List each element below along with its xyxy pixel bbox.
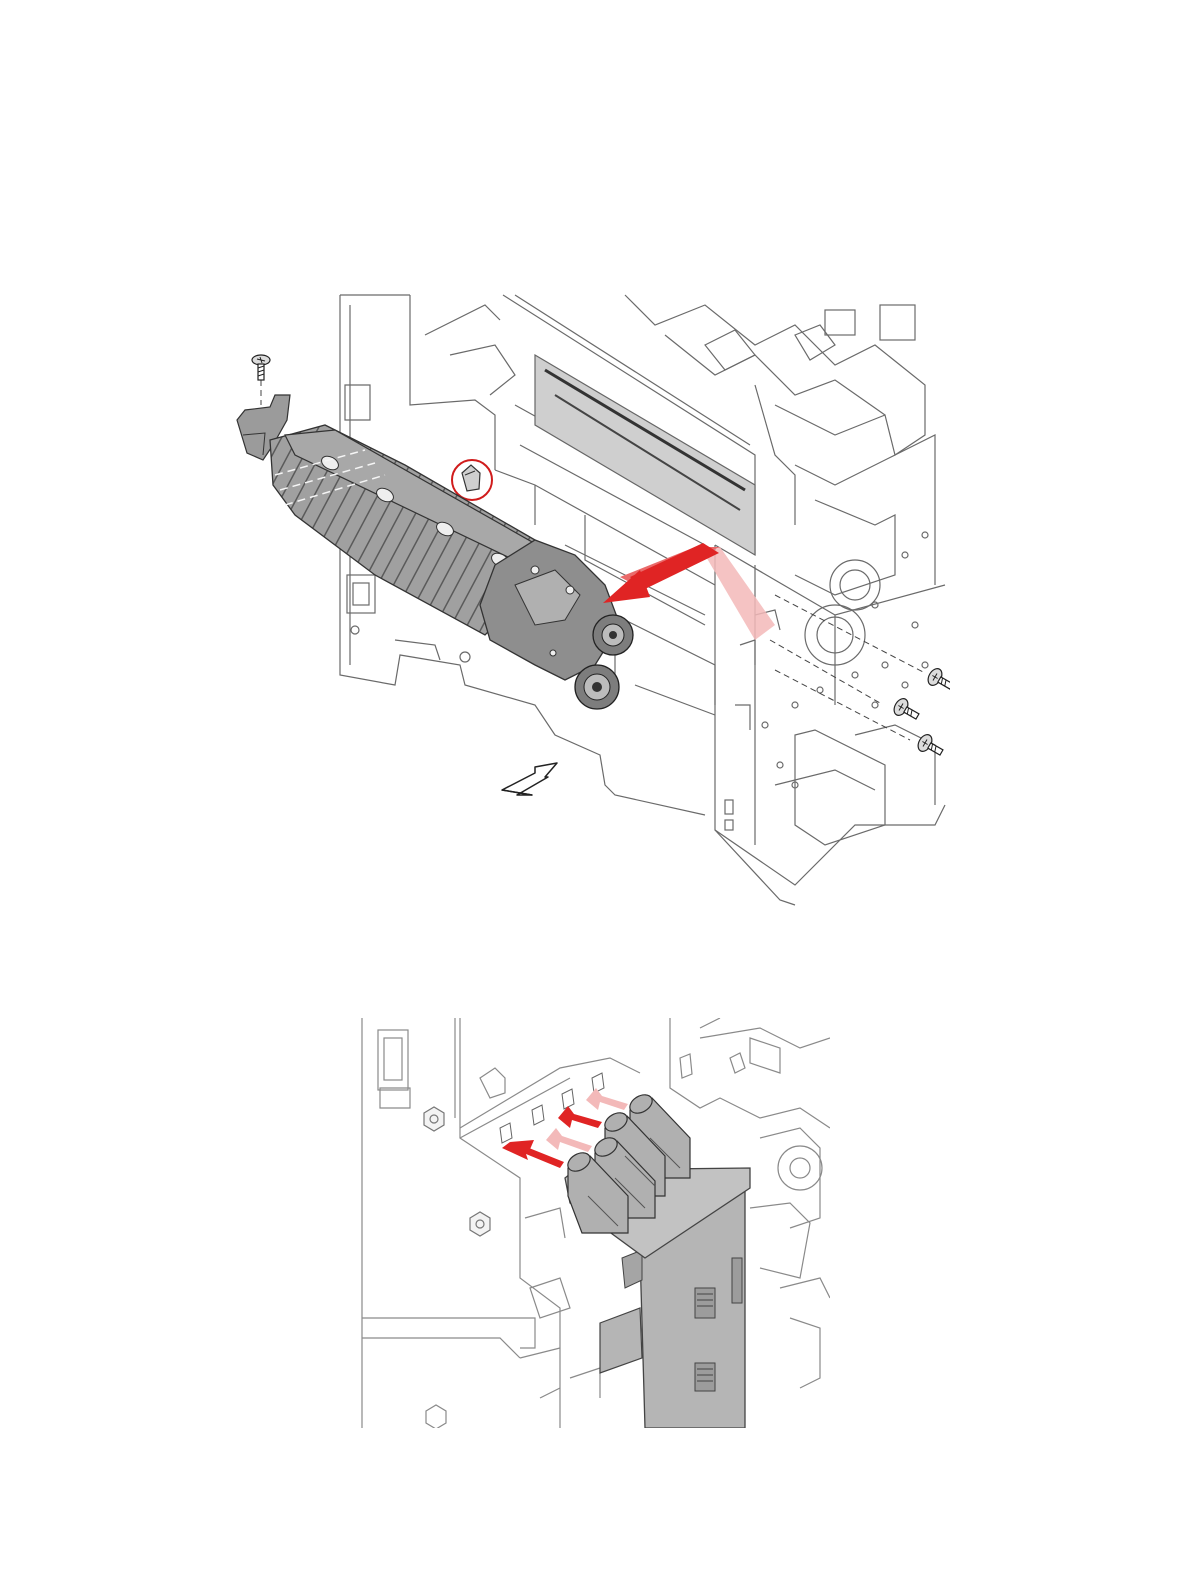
front-direction-arrow-icon	[502, 763, 557, 795]
screw-icon	[925, 666, 950, 694]
screw-icon	[891, 696, 922, 724]
hex-nut-icon	[424, 1107, 490, 1236]
diagram-bottom-svg	[360, 1018, 830, 1428]
screw-icon	[915, 732, 946, 760]
fuser-gear-lower	[575, 665, 619, 709]
diagram-top	[235, 285, 950, 920]
connector-bracket-icon	[565, 1091, 750, 1428]
diagram-bottom	[360, 1018, 830, 1428]
diagram-top-svg	[235, 285, 950, 920]
highlight-circle-icon	[452, 460, 492, 500]
fuser-gear-upper	[593, 615, 633, 655]
screw-icon	[252, 355, 270, 380]
